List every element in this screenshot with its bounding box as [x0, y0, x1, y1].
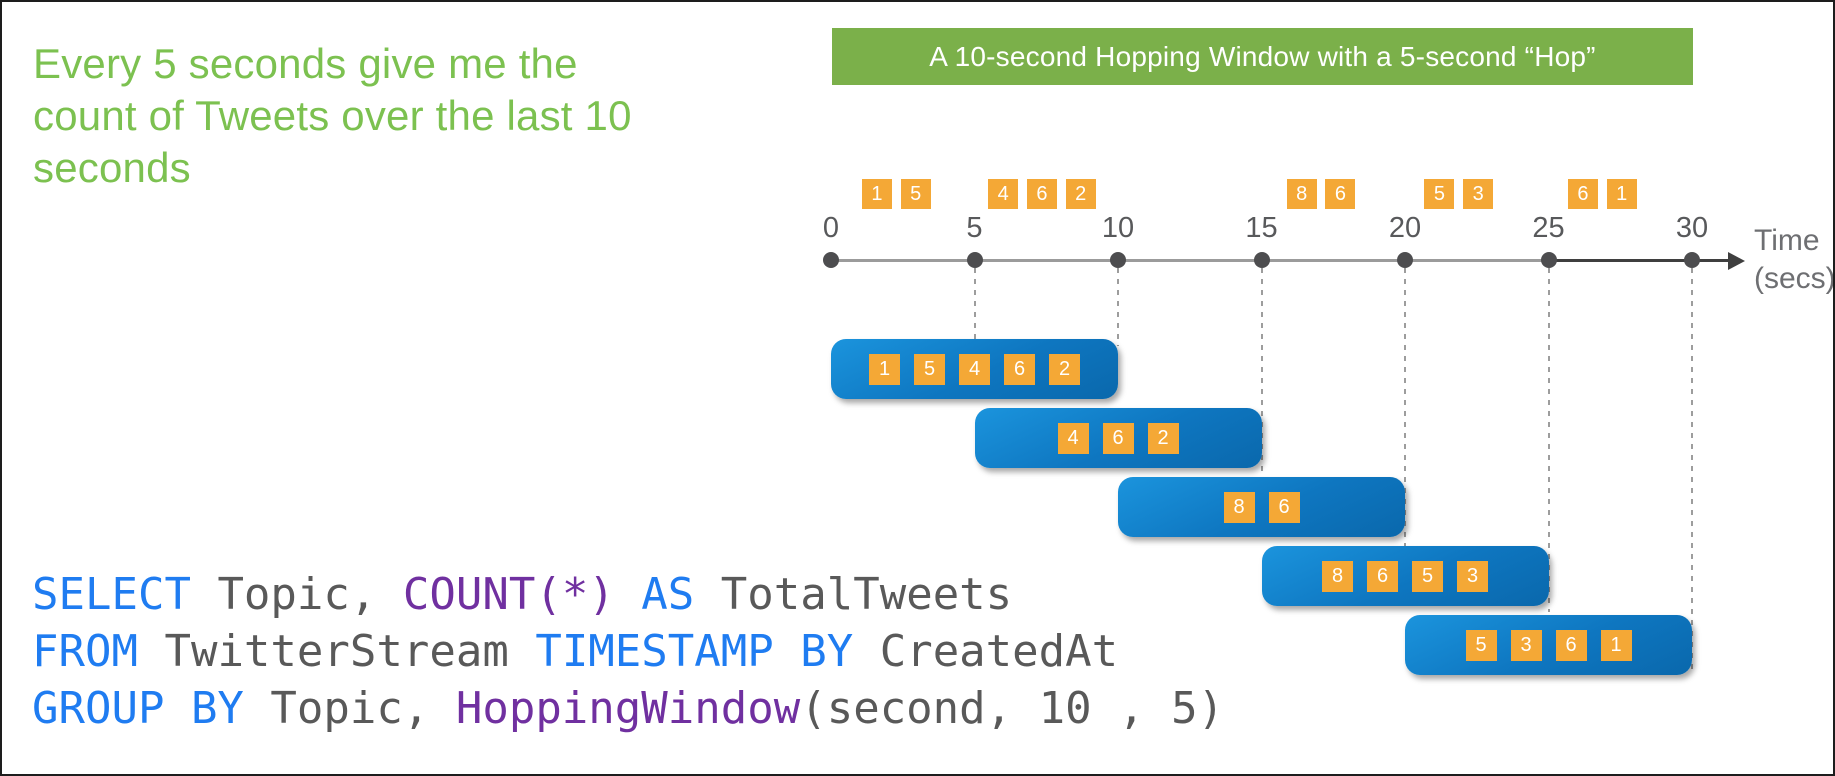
event-box: 4: [988, 179, 1019, 209]
tick-guide-dashed-line: [1260, 268, 1263, 477]
timeline-tick-dot: [1397, 252, 1413, 268]
window-event-box: 4: [959, 353, 990, 385]
event-box: 5: [1424, 179, 1455, 209]
window-event-box: 8: [1322, 560, 1353, 592]
code-token: TotalTweets: [694, 569, 1013, 620]
window-event-box: 4: [1057, 422, 1089, 454]
axis-unit-label: Time: [1754, 224, 1820, 257]
code-token: FROM: [32, 626, 138, 677]
axis-unit-label: (secs): [1754, 262, 1835, 295]
timeline-tick-dot: [1540, 252, 1557, 268]
code-line: SELECT Topic, COUNT(*) AS TotalTweets: [32, 566, 1224, 623]
event-box: 1: [861, 179, 892, 209]
code-token: TwitterStream: [137, 626, 536, 677]
timeline-axis-line: [831, 259, 1548, 262]
timeline-tick-dot: [823, 252, 839, 268]
window-event-box: 5: [1465, 629, 1497, 661]
event-box: 2: [1065, 179, 1096, 209]
window-event-box: 3: [1457, 560, 1488, 592]
code-token: CreatedAt: [853, 626, 1119, 677]
code-token: Topic,: [243, 683, 456, 734]
timeline-tick-label: 30: [1675, 212, 1709, 244]
event-box: 8: [1286, 179, 1317, 209]
tick-guide-dashed-line: [973, 268, 976, 339]
slide-heading: Every 5 seconds give me the count of Twe…: [33, 40, 632, 191]
window-event-box: 3: [1510, 629, 1542, 661]
event-box: 6: [1026, 179, 1057, 209]
timeline-tick-label: 0: [822, 212, 840, 244]
timeline-tick-dot: [1253, 252, 1270, 268]
timeline-tick-label: 5: [966, 212, 983, 244]
code-line: FROM TwitterStream TIMESTAMP BY CreatedA…: [32, 623, 1224, 680]
timeline-tick-label: 20: [1388, 212, 1422, 244]
timeline-tick-label: 25: [1532, 212, 1565, 244]
event-box: 5: [900, 179, 931, 209]
window-event-box: 2: [1049, 353, 1080, 385]
event-box: 6: [1567, 179, 1598, 209]
code-token: HoppingWindow: [455, 683, 801, 734]
tick-guide-dashed-line: [1547, 268, 1550, 612]
timeline-tick-dot: [966, 252, 983, 268]
code-line: GROUP BY Topic, HoppingWindow(second, 10…: [32, 680, 1224, 737]
window-event-box: 6: [1268, 491, 1300, 523]
window-event-box: 5: [1412, 560, 1443, 592]
window-event-box: 1: [869, 353, 900, 385]
axis-arrowhead-icon: [1728, 252, 1745, 270]
tick-guide-dashed-line: [1404, 268, 1406, 546]
event-box: 6: [1325, 179, 1356, 209]
window-event-box: 1: [1600, 629, 1632, 661]
code-token: TIMESTAMP BY: [535, 626, 854, 677]
window-event-box: 6: [1102, 422, 1134, 454]
code-token: SELECT: [32, 569, 191, 620]
window-event-box: 6: [1004, 353, 1035, 385]
timeline-tick-label: 15: [1245, 212, 1278, 244]
code-token: [615, 569, 642, 620]
event-box: 3: [1463, 179, 1494, 209]
event-box: 1: [1606, 179, 1637, 209]
code-token: GROUP BY: [32, 683, 244, 734]
code-token: AS: [641, 569, 695, 620]
tick-guide-dashed-line: [1117, 268, 1119, 346]
timeline-tick-dot: [1684, 252, 1700, 268]
window-event-box: 5: [914, 353, 945, 385]
window-event-box: 6: [1367, 560, 1398, 592]
timeline-tick-dot: [1110, 252, 1126, 268]
window-event-box: 2: [1147, 422, 1179, 454]
window-event-box: 8: [1223, 491, 1255, 523]
window-event-box: 6: [1555, 629, 1587, 661]
title-banner: A 10-second Hopping Window with a 5-seco…: [832, 28, 1693, 85]
timeline-axis-line-end: [1548, 259, 1728, 262]
code-token: COUNT(*): [402, 569, 615, 620]
code-token: (second, 10 , 5): [800, 683, 1225, 734]
timeline-tick-label: 10: [1101, 212, 1135, 244]
code-token: Topic,: [190, 569, 403, 620]
tick-guide-dashed-line: [1691, 268, 1693, 673]
